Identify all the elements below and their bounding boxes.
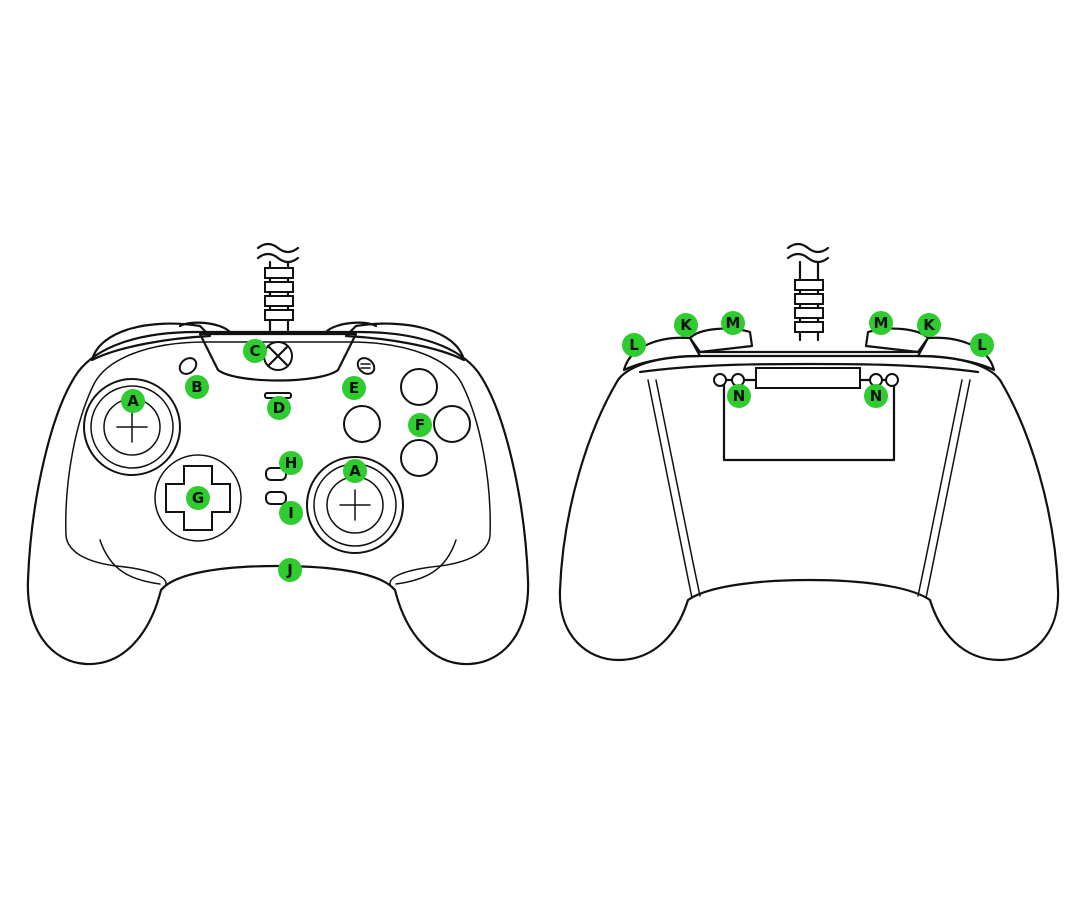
callout-back-m-left: M xyxy=(721,311,745,335)
callout-front-a-left: A xyxy=(121,389,145,413)
callout-front-b: B xyxy=(185,375,209,399)
front-top-panel xyxy=(198,332,358,382)
front-cable xyxy=(256,242,300,332)
xbox-logo-icon xyxy=(263,341,293,371)
callout-label: D xyxy=(273,399,285,417)
front-face-plate xyxy=(65,341,491,591)
callout-label: M xyxy=(874,314,889,332)
callout-label: A xyxy=(349,462,361,480)
front-view xyxy=(26,242,530,666)
callout-label: B xyxy=(191,378,202,396)
back-view xyxy=(558,242,1060,662)
callout-label: N xyxy=(870,387,883,405)
callout-label: E xyxy=(349,379,359,397)
back-left-button-icon xyxy=(713,373,745,387)
callout-label: M xyxy=(726,314,741,332)
callout-label: F xyxy=(415,416,425,434)
front-callouts: A B C D E F G H A I J xyxy=(121,339,432,582)
right-thumbstick xyxy=(306,456,404,554)
callout-back-m-right: M xyxy=(869,311,893,335)
left-thumbstick xyxy=(83,378,181,476)
callout-front-f: F xyxy=(408,413,432,437)
callout-front-a-right: A xyxy=(343,459,367,483)
back-left-bumper xyxy=(688,327,754,354)
back-panel-inner xyxy=(755,367,861,389)
face-buttons xyxy=(343,368,471,477)
back-right-button-icon xyxy=(869,373,899,387)
callout-front-c: C xyxy=(243,339,267,363)
callout-label: K xyxy=(680,316,693,334)
callout-back-l-left: L xyxy=(622,333,646,357)
view-button-icon xyxy=(178,357,198,375)
callout-front-e: E xyxy=(342,376,366,400)
callout-back-n-left: N xyxy=(727,384,751,408)
callout-label: H xyxy=(285,454,298,472)
menu-button-icon xyxy=(356,357,376,375)
callout-label: J xyxy=(286,561,293,579)
front-body-outline xyxy=(26,330,530,666)
callout-front-i: I xyxy=(279,501,303,525)
back-cable xyxy=(786,242,830,342)
callout-back-k-left: K xyxy=(674,313,698,337)
callout-label: G xyxy=(192,489,204,507)
callout-label: L xyxy=(977,336,987,354)
callout-label: N xyxy=(733,387,746,405)
callout-label: C xyxy=(249,342,260,360)
callout-front-g: G xyxy=(186,486,210,510)
callout-back-n-right: N xyxy=(864,384,888,408)
profile-button-icon xyxy=(265,491,287,505)
callout-front-h: H xyxy=(279,451,303,475)
share-button-icon xyxy=(265,467,287,481)
callout-front-j: J xyxy=(278,558,302,582)
callout-label: A xyxy=(127,392,139,410)
callout-back-l-right: L xyxy=(970,333,994,357)
callout-back-k-right: K xyxy=(917,313,941,337)
callout-label: L xyxy=(629,336,639,354)
callout-label: K xyxy=(923,316,936,334)
back-callouts: L K M M K L N N xyxy=(622,311,994,408)
back-body-outline xyxy=(558,354,1060,662)
callout-label: I xyxy=(288,504,294,522)
callout-front-d: D xyxy=(267,396,291,420)
